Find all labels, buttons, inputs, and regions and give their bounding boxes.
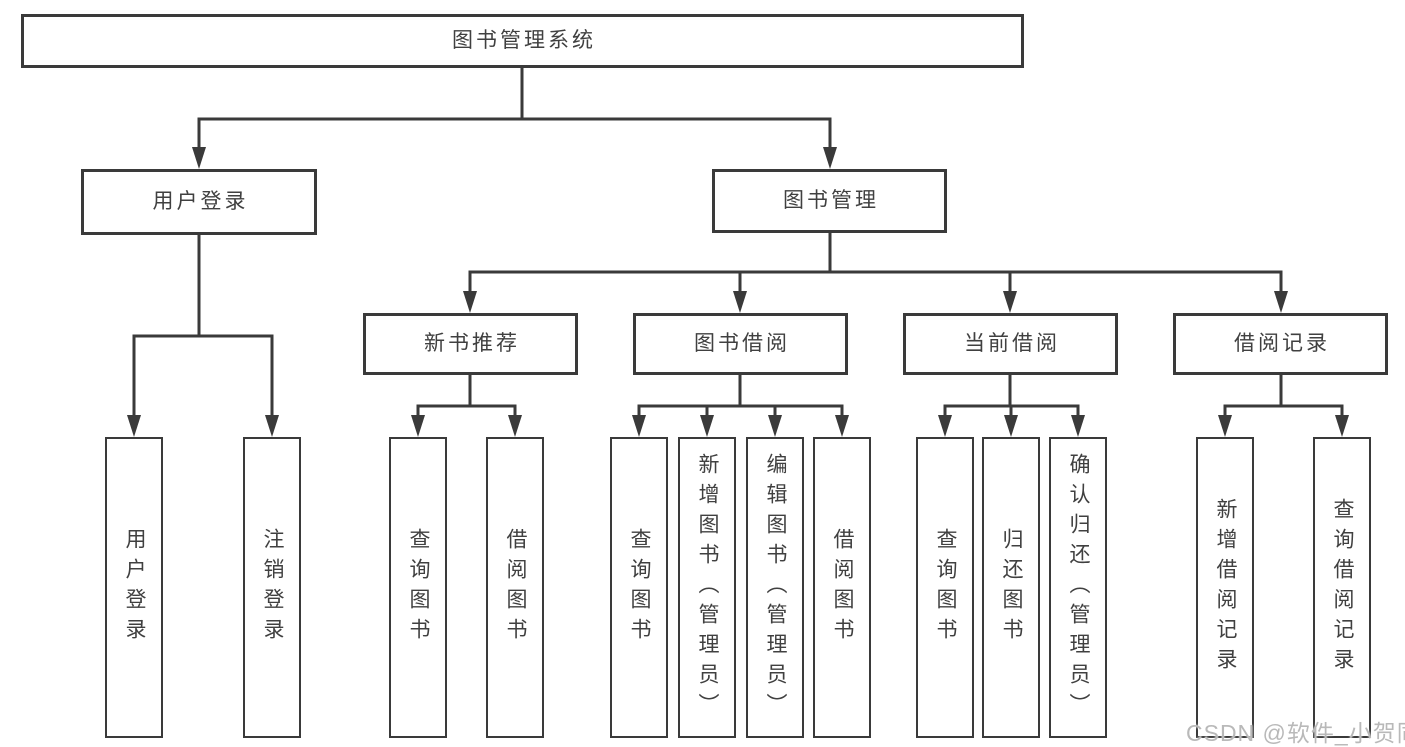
leaf-query-book-current: 查询图书: [916, 437, 974, 738]
arrowhead-icon: [1003, 291, 1017, 313]
leaf-return-book: 归还图书: [982, 437, 1040, 738]
arrowhead-icon: [768, 415, 782, 437]
node-current-borrow-label: 当前借阅: [964, 332, 1060, 356]
leaf-query-book-recommend-label: 查询图书: [407, 527, 431, 648]
node-borrow-record-label: 借阅记录: [1234, 332, 1330, 356]
connector-book-borrow-children: [632, 373, 849, 437]
leaf-query-borrow-record: 查询借阅记录: [1313, 437, 1371, 738]
arrowhead-icon: [632, 415, 646, 437]
arrowhead-icon: [733, 291, 747, 313]
node-user-login-label: 用户登录: [152, 190, 249, 214]
leaf-borrow-book: 借阅图书: [813, 437, 871, 738]
leaf-user-login: 用户登录: [105, 437, 163, 738]
leaf-query-book-recommend: 查询图书: [389, 437, 447, 738]
connector-borrow-record-children: [1218, 373, 1349, 437]
leaf-query-book-borrow: 查询图书: [610, 437, 668, 738]
node-root: 图书管理系统: [21, 14, 1024, 68]
leaf-confirm-return-admin: 确认归还（管理员）: [1049, 437, 1107, 738]
leaf-query-borrow-record-label: 查询借阅记录: [1331, 497, 1355, 678]
arrowhead-icon: [192, 147, 206, 169]
leaf-user-login-label: 用户登录: [123, 527, 147, 648]
connector-root-to-level2: [192, 66, 837, 169]
csdn-watermark: CSDN @软件_小贺同学: [1186, 720, 1405, 746]
leaf-return-book-label: 归还图书: [1000, 527, 1024, 648]
arrowhead-icon: [835, 415, 849, 437]
leaf-borrow-book-label: 借阅图书: [831, 527, 855, 648]
leaf-add-book-admin-label: 新增图书（管理员）: [696, 452, 720, 723]
node-new-book-recommend-label: 新书推荐: [424, 332, 520, 356]
leaf-query-book-borrow-label: 查询图书: [628, 527, 652, 648]
connector-user-login-children: [127, 233, 279, 437]
arrowhead-icon: [1004, 415, 1018, 437]
node-book-borrow: 图书借阅: [633, 313, 848, 375]
node-book-borrow-label: 图书借阅: [694, 332, 790, 356]
node-borrow-record: 借阅记录: [1173, 313, 1388, 375]
node-new-book-recommend: 新书推荐: [363, 313, 578, 375]
leaf-add-borrow-record: 新增借阅记录: [1196, 437, 1254, 738]
arrowhead-icon: [823, 147, 837, 169]
arrowhead-icon: [411, 415, 425, 437]
leaf-edit-book-admin-label: 编辑图书（管理员）: [764, 452, 788, 723]
leaf-edit-book-admin: 编辑图书（管理员）: [746, 437, 804, 738]
node-book-management-label: 图书管理: [783, 189, 879, 213]
node-current-borrow: 当前借阅: [903, 313, 1118, 375]
arrowhead-icon: [700, 415, 714, 437]
node-user-login: 用户登录: [81, 169, 317, 235]
arrowhead-icon: [1218, 415, 1232, 437]
connector-new-book-children: [411, 373, 522, 437]
leaf-borrow-book-recommend-label: 借阅图书: [504, 527, 528, 648]
node-book-management: 图书管理: [712, 169, 947, 233]
arrowhead-icon: [1274, 291, 1288, 313]
arrowhead-icon: [265, 415, 279, 437]
arrowhead-icon: [463, 291, 477, 313]
connector-current-borrow-children: [938, 373, 1085, 437]
arrowhead-icon: [508, 415, 522, 437]
leaf-add-book-admin: 新增图书（管理员）: [678, 437, 736, 738]
leaf-confirm-return-admin-label: 确认归还（管理员）: [1067, 452, 1091, 723]
arrowhead-icon: [1335, 415, 1349, 437]
arrowhead-icon: [127, 415, 141, 437]
connector-book-management-children: [463, 231, 1288, 313]
arrowhead-icon: [938, 415, 952, 437]
node-root-label: 图书管理系统: [452, 29, 596, 53]
leaf-add-borrow-record-label: 新增借阅记录: [1214, 497, 1238, 678]
leaf-query-book-current-label: 查询图书: [934, 527, 958, 648]
leaf-logout: 注销登录: [243, 437, 301, 738]
leaf-borrow-book-recommend: 借阅图书: [486, 437, 544, 738]
leaf-logout-label: 注销登录: [261, 527, 285, 648]
arrowhead-icon: [1071, 415, 1085, 437]
